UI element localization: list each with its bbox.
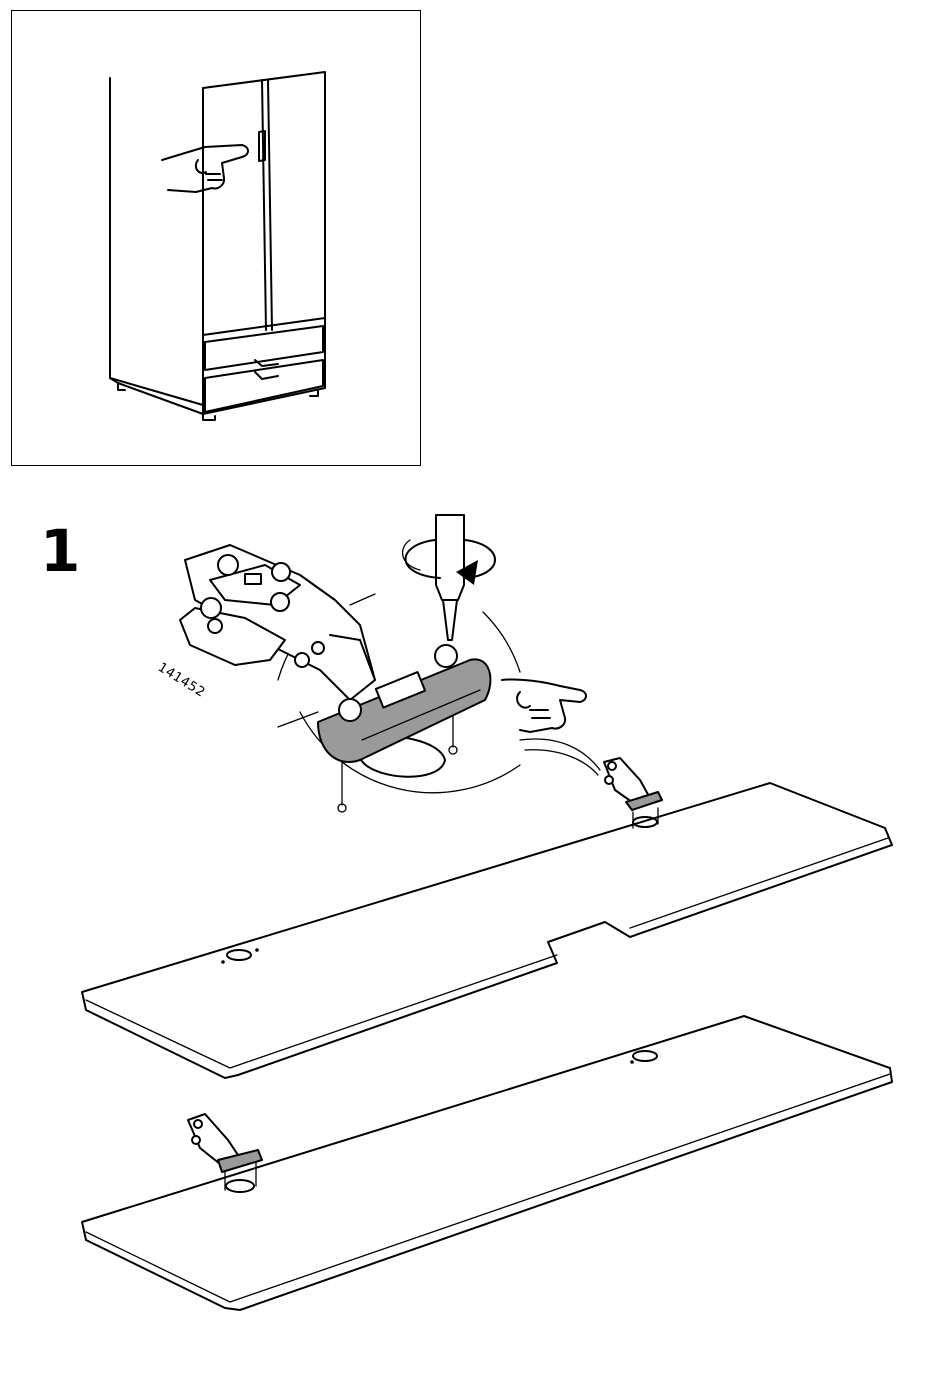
pointing-hand-icon (502, 679, 586, 732)
door-panel-lower (82, 1016, 892, 1310)
screwdriver-rotate-icon (403, 515, 495, 640)
wardrobe-icon (110, 72, 325, 420)
door-panel-upper (82, 758, 892, 1078)
